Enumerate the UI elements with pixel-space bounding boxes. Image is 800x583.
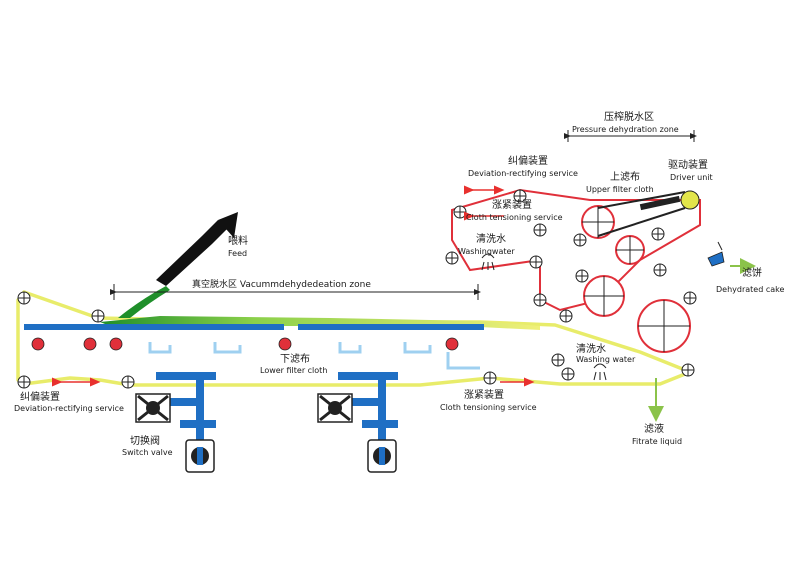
cake-label-cn: 滤饼	[742, 266, 762, 279]
wash-top-label-cn: 清洗水	[476, 232, 506, 245]
cake-label-en: Dehydrated cake	[716, 285, 784, 294]
switch-valve-right	[317, 393, 353, 423]
drain-pipes	[148, 342, 480, 370]
tension-top-label-en: Cloth tensioning service	[466, 213, 563, 222]
lower-valve-right	[367, 439, 397, 473]
vacuum-box-left	[24, 324, 284, 330]
filtrate-label-cn: 滤液	[644, 422, 664, 435]
vacuum-zone-label: 真空脱水区 Vacummdehydedeation zone	[192, 278, 371, 290]
deviation-top-label-en: Deviation-rectifying service	[468, 169, 578, 178]
tension-bottom-label-cn: 涨紧装置	[464, 388, 504, 401]
lower-cloth-label-en: Lower filter cloth	[260, 366, 327, 375]
driver-label-cn: 驱动装置	[668, 158, 708, 171]
driver-label-en: Driver unit	[670, 173, 713, 182]
wash-spray-bottom	[593, 363, 607, 381]
vacuum-box-right	[298, 324, 484, 330]
upper-cloth-label-cn: 上滤布	[610, 170, 640, 183]
deviation-top-label-cn: 纠偏装置	[508, 154, 548, 167]
support-rollers	[31, 337, 459, 351]
feed-label-en: Feed	[228, 249, 247, 258]
valve-label-cn: 切换阀	[130, 434, 160, 447]
feed-chute	[118, 212, 238, 318]
tension-bottom-label-en: Cloth tensioning service	[440, 403, 537, 412]
deviation-left-label-en: Deviation-rectifying service	[14, 404, 124, 413]
wash-top-label-en: Washingwater	[458, 247, 515, 256]
wash-bottom-label-cn: 清洗水	[576, 342, 606, 355]
wash-spray-top	[481, 253, 495, 271]
deviation-arrows	[52, 185, 535, 387]
driver-unit	[597, 190, 700, 237]
feed-label-cn: 喂料	[228, 234, 248, 247]
lower-cloth-label-cn: 下滤布	[280, 352, 310, 365]
wash-bottom-label-en: Washing water	[576, 355, 636, 364]
deviation-left-label-cn: 纠偏装置	[20, 390, 60, 403]
lower-valve-left	[185, 439, 215, 473]
valve-label-en: Switch valve	[122, 448, 173, 457]
pressure-zone-label-cn: 压榨脱水区	[604, 110, 654, 123]
cake-scraper	[707, 241, 725, 267]
guide-rollers	[17, 189, 697, 389]
upper-cloth-label-en: Upper filter cloth	[586, 185, 654, 194]
press-rollers	[581, 205, 691, 353]
tension-top-label-cn: 涨紧装置	[492, 198, 532, 211]
pressure-zone-label-en: Pressure dehydration zone	[572, 125, 679, 134]
filtrate-label-en: Fitrate liquid	[632, 437, 682, 446]
switch-valve-left	[135, 393, 171, 423]
